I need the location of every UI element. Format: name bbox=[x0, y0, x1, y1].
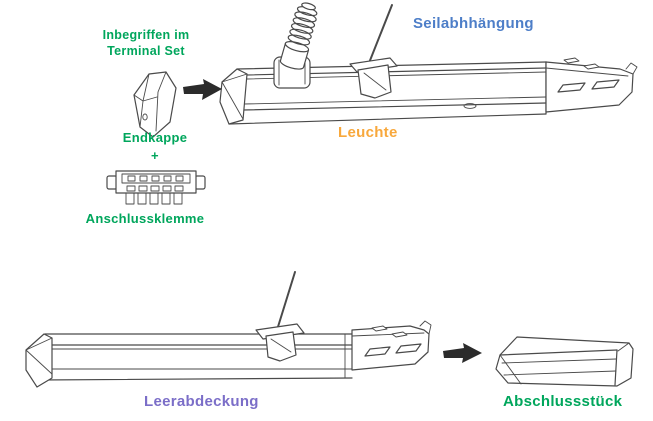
included-in-terminal-set-note: Inbegriffen im Terminal Set bbox=[76, 27, 216, 60]
seilabhaengung-label: Seilabhhängung bbox=[413, 15, 534, 32]
anschlussklemme-label: Anschlussklemme bbox=[85, 211, 205, 226]
plus-sign: + bbox=[151, 148, 159, 163]
leerabdeckung-drawing bbox=[25, 271, 432, 388]
spring-conduit-icon bbox=[273, 2, 318, 89]
anschlussklemme-drawing bbox=[106, 170, 206, 205]
leuchte-label: Leuchte bbox=[338, 124, 398, 141]
leerabdeckung-label: Leerabdeckung bbox=[144, 393, 259, 410]
assembly-arrow-bottom-icon bbox=[443, 343, 482, 363]
leuchte-drawing bbox=[219, 2, 638, 125]
cable-suspension-icon bbox=[349, 4, 398, 99]
abschlussstueck-label: Abschlussstück bbox=[503, 393, 623, 410]
included-note-line2: Terminal Set bbox=[107, 44, 185, 59]
abschlussstueck-drawing bbox=[495, 336, 634, 387]
endkappe-label: Endkappe bbox=[122, 130, 188, 145]
cable-suspension-icon bbox=[255, 271, 305, 362]
assembly-arrow-top-icon bbox=[183, 79, 222, 100]
endkappe-drawing bbox=[133, 71, 177, 138]
included-note-line1: Inbegriffen im bbox=[102, 28, 190, 42]
